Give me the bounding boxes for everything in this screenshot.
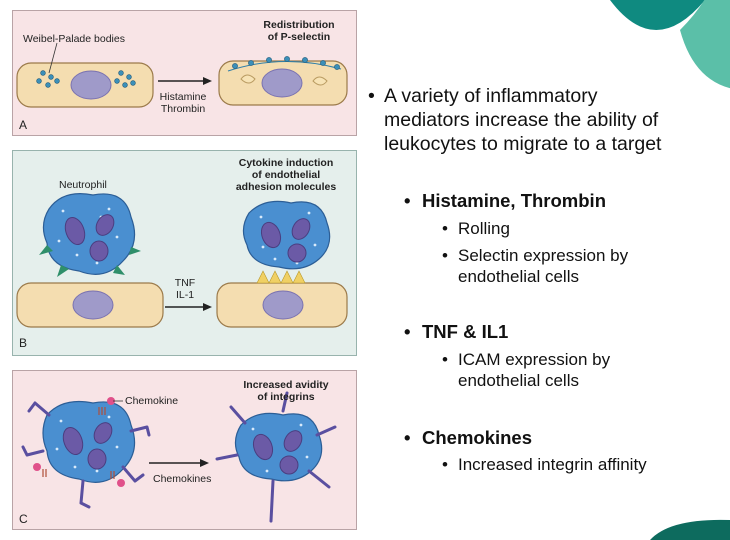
arrow-label-tnf: TNF — [174, 277, 196, 289]
figure-panel-c: Chemokine Increased avidity of integrins… — [12, 370, 357, 530]
bullet-g2-item1-marker: • — [442, 350, 448, 369]
panel-a-title-line1: Redistribution — [263, 19, 335, 31]
corner-decoration-bottom — [650, 519, 730, 540]
panel-b-title-line3: adhesion molecules — [235, 181, 337, 193]
panel-c-title: Increased avidity of integrins — [235, 379, 337, 403]
panel-b-title-line1: Cytokine induction — [238, 157, 334, 169]
bullet-g1-item2-marker: • — [442, 246, 448, 265]
bullet-g1-item2: Selectin expression by endothelial cells — [458, 245, 628, 287]
bullet-g2-item1: ICAM expression by endothelial cells — [458, 349, 610, 391]
bullet-main-line3: leukocytes to migrate to a target — [384, 133, 662, 155]
figure-panel-a: Weibel-Palade bodies Redistribution of P… — [12, 10, 357, 136]
bullet-main-line2: mediators increase the ability of — [384, 109, 659, 131]
bullet-main-text: A variety of inflammatory mediators incr… — [384, 84, 661, 156]
panel-b-title-line2: of endothelial — [251, 169, 321, 181]
arrow-label-il1: IL-1 — [175, 289, 195, 301]
bullet-g1-marker: • — [404, 190, 411, 211]
panel-a-title-line2: of P-selectin — [267, 31, 331, 43]
arrow-label-histamine: Histamine — [159, 91, 207, 103]
bullet-g1-item1-marker: • — [442, 219, 448, 238]
bullet-g3-item1-marker: • — [442, 455, 448, 474]
bullet-g2-item1-line1: ICAM expression by — [458, 350, 611, 369]
panel-b-letter: B — [19, 336, 28, 350]
bullet-main-line1: A variety of inflammatory — [384, 85, 598, 107]
arrow-label-chemokines: Chemokines — [153, 473, 212, 485]
panel-a-letter: A — [19, 118, 28, 132]
panel-c-letter: C — [19, 512, 28, 526]
bullet-g3-marker: • — [404, 427, 411, 448]
bullet-g2-item1-line2: endothelial cells — [458, 371, 579, 390]
bullet-g3-title: Chemokines — [422, 427, 533, 448]
corner-decoration-top — [610, 0, 730, 89]
bullet-g1-item1: Rolling — [458, 219, 510, 238]
bullet-g3-item1: Increased integrin affinity — [458, 455, 647, 474]
bullet-g2-title: TNF & IL1 — [422, 321, 509, 342]
panel-b-title: Cytokine induction of endothelial adhesi… — [223, 157, 349, 193]
label-weibel-palade: Weibel-Palade bodies — [23, 33, 125, 45]
panel-a-title: Redistribution of P-selectin — [249, 19, 349, 43]
bullet-g2-marker: • — [404, 321, 411, 342]
bullet-g1-title: Histamine, Thrombin — [422, 190, 606, 211]
panel-c-title-line1: Increased avidity — [243, 379, 329, 391]
arrow-label-thrombin: Thrombin — [160, 103, 206, 115]
bullet-main-marker: • — [368, 85, 375, 107]
panel-a-arrow-label: Histamine Thrombin — [157, 91, 209, 115]
panel-c-title-line2: of integrins — [257, 391, 315, 403]
panel-b-arrow-label: TNF IL-1 — [165, 277, 205, 301]
panel-b-illustration — [16, 193, 348, 328]
bullet-g1-item2-line2: endothelial cells — [458, 267, 579, 286]
panel-c-illustration — [21, 391, 337, 523]
label-chemokine: Chemokine — [125, 395, 179, 407]
bullet-g1-item2-line1: Selectin expression by — [458, 246, 629, 265]
label-neutrophil: Neutrophil — [59, 179, 107, 191]
figure-panel-b: Neutrophil Cytokine induction of endothe… — [12, 150, 357, 356]
panel-a-illustration — [16, 42, 348, 108]
